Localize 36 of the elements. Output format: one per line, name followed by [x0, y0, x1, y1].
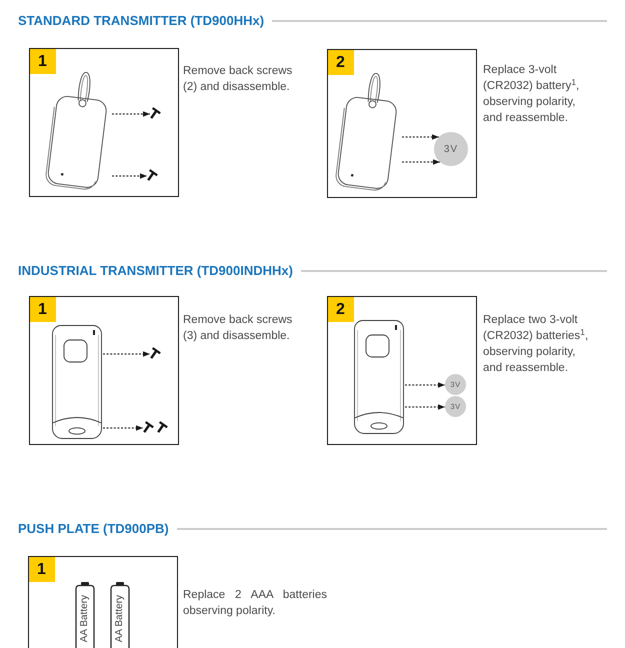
- dashed-arrow: [402, 159, 440, 165]
- dashed-arrow: [102, 425, 144, 431]
- battery-label: AA Battery: [80, 595, 90, 642]
- section-heading: INDUSTRIAL TRANSMITTER (TD900INDHHx): [18, 263, 293, 279]
- remote-drawing: [51, 324, 103, 440]
- remote-drawing: [353, 319, 405, 435]
- coin-battery: 3V: [434, 132, 468, 166]
- instruction-text: Remove back screws (2) and disassemble.: [183, 64, 294, 95]
- dashed-arrow: [402, 134, 440, 140]
- step-panel: [28, 556, 178, 648]
- screw-icon: [143, 421, 154, 433]
- dashed-arrow: [404, 404, 446, 410]
- dashed-arrow: [404, 382, 446, 388]
- step-number: 2: [328, 50, 354, 75]
- step-panel: [29, 48, 179, 197]
- step-number: 1: [30, 49, 56, 74]
- instruction-text: Replace 3-volt (CR2032) battery$^{1}$, observing polarity, and reassemble.: [483, 63, 580, 126]
- step-panel: [327, 296, 477, 445]
- screw-icon: [150, 107, 161, 119]
- step-number: 1: [30, 297, 56, 322]
- screw-icon: [157, 421, 168, 433]
- step-number: 1: [29, 557, 55, 582]
- instruction-text: Replace two 3-volt (CR2032) batteries$^{1}$, observing polarity, and reassemble.: [483, 313, 590, 376]
- section-heading: PUSH PLATE (TD900PB): [18, 521, 169, 537]
- dashed-arrow: [102, 351, 150, 357]
- step-number: 2: [328, 297, 354, 322]
- step-panel: [327, 49, 477, 198]
- battery-label: AA Battery: [115, 595, 125, 642]
- dashed-arrow: [112, 111, 150, 117]
- step-panel: [29, 296, 179, 445]
- dashed-arrow: [112, 173, 148, 179]
- section-heading: STANDARD TRANSMITTER (TD900HHx): [18, 13, 264, 29]
- screw-icon: [150, 347, 161, 359]
- screw-icon: [147, 169, 158, 181]
- instruction-text: Replace 2 AAA batteries observing polarity.: [183, 588, 327, 619]
- instruction-text: Remove back screws (3) and disassemble.: [183, 313, 294, 344]
